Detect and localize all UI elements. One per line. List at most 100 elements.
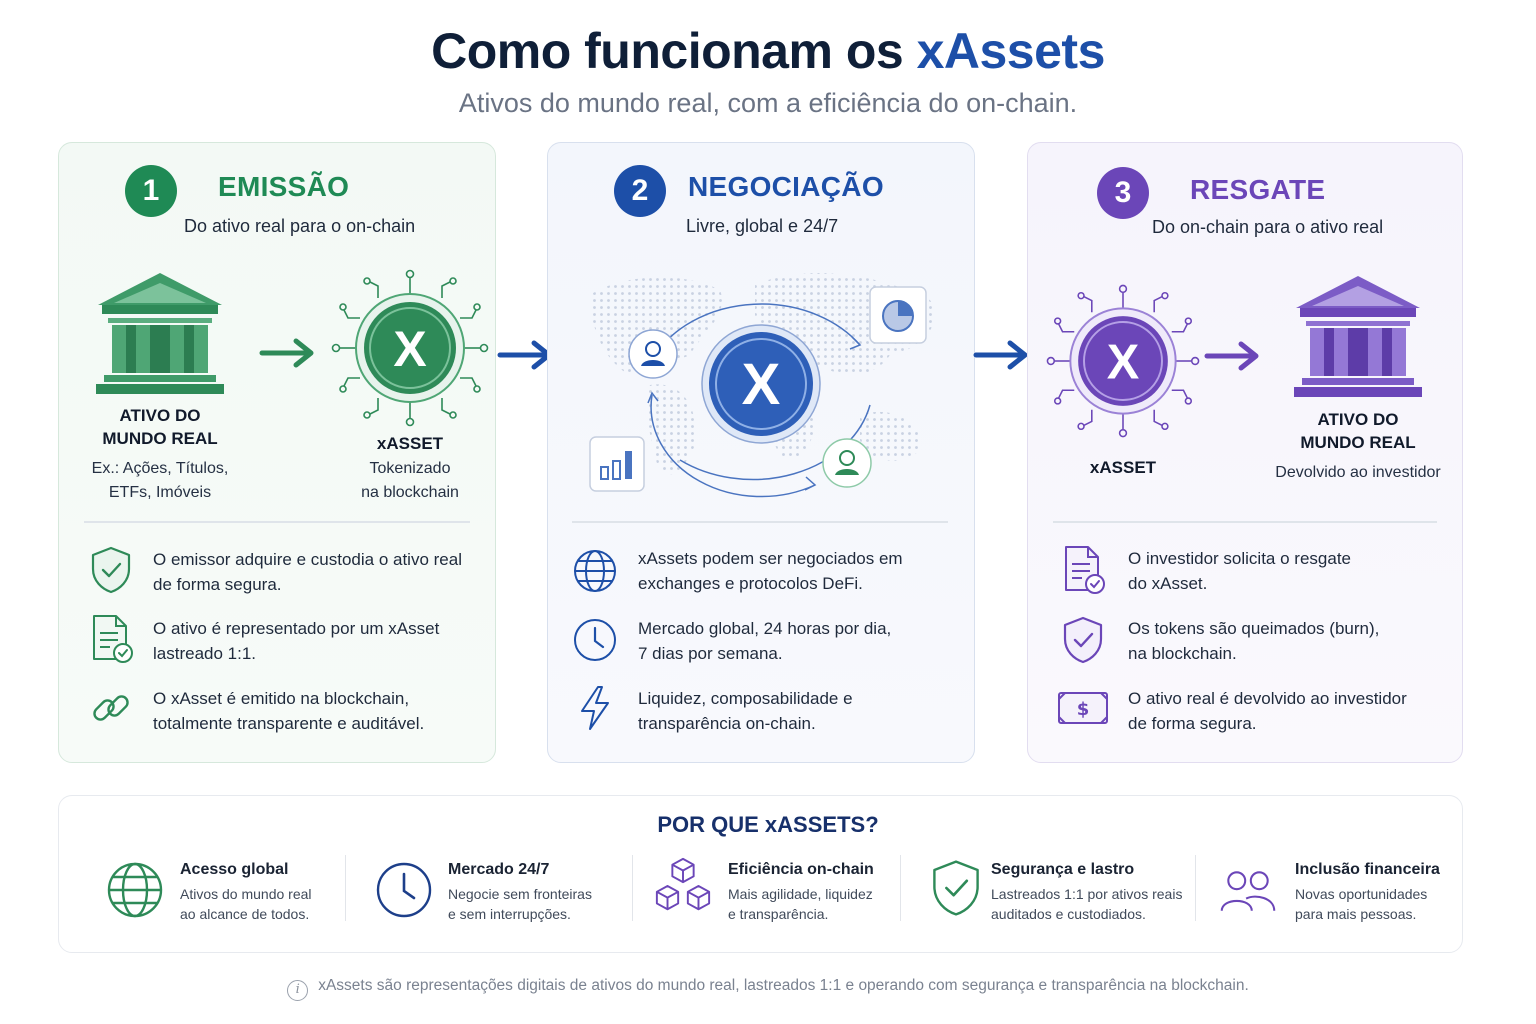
info-icon: i — [287, 980, 309, 1001]
step-number-3: 3 — [1097, 167, 1149, 219]
user-avatar-icon — [628, 329, 678, 379]
bank-icon — [96, 273, 224, 394]
divider — [572, 521, 948, 523]
caption-line: MUNDO REAL — [102, 429, 218, 448]
caption-xasset: xASSET — [376, 434, 444, 453]
bar-chart-icon — [589, 436, 645, 492]
arrow-right-icon — [973, 340, 1028, 370]
page-title: Como funcionam os xAssets — [0, 22, 1536, 80]
step3-item-2: Os tokens são queimados (burn), na blockc… — [1128, 616, 1379, 666]
item-line: O investidor solicita o resgate — [1128, 549, 1351, 568]
chain-link-icon — [93, 695, 129, 721]
step1-item-3: O xAsset é emitido na blockchain,totalme… — [153, 686, 424, 736]
caption-line: ATIVO DO — [119, 406, 201, 425]
step-title-resgate: RESGATE — [1190, 174, 1326, 205]
why-item-title: Eficiência on-chain — [728, 861, 874, 878]
item-line: O xAsset é emitido na blockchain, — [153, 689, 410, 708]
why-line: Lastreados 1:1 por ativos reais — [991, 886, 1183, 902]
caption-line: ETFs, Imóveis — [108, 484, 212, 501]
step-subtitle-resgate: Do on-chain para o ativo real — [1152, 217, 1384, 237]
pie-chart-icon — [869, 286, 927, 344]
why-separator — [632, 855, 633, 921]
caption-line: Ex.: Ações, Títulos, — [91, 460, 229, 477]
why-item-text: Lastreados 1:1 por ativos reais auditados… — [991, 884, 1182, 924]
arrow-right-icon — [259, 338, 314, 368]
step-number-1: 1 — [125, 165, 177, 217]
divider — [84, 521, 470, 523]
why-line: Mais agilidade, liquidez — [728, 886, 873, 902]
why-title: POR QUE xASSETS? — [657, 812, 879, 837]
step-number-2: 2 — [614, 165, 666, 217]
item-line: Liquidez, composabilidade e — [638, 689, 853, 708]
step-title-emissao: EMISSÃO — [218, 171, 350, 202]
why-line: e sem interrupções. — [448, 906, 571, 922]
step2-item-3: Liquidez, composabilidade e transparência… — [638, 686, 853, 736]
step1-item-1: O emissor adquire e custodia o ativo rea… — [153, 547, 462, 597]
item-line: Os tokens são queimados (burn), — [1128, 619, 1380, 638]
why-item-text: Mais agilidade, liquidez e transparência. — [728, 884, 873, 924]
why-line: Ativos do mundo real — [180, 886, 312, 902]
item-line: O ativo é representado por um xAsset — [153, 619, 440, 638]
world-network-illustration — [590, 273, 935, 498]
clock-icon — [574, 619, 616, 661]
shield-check-icon — [933, 860, 979, 916]
globe-icon — [574, 550, 616, 592]
xasset-letter: X — [742, 352, 781, 417]
divider — [1053, 521, 1437, 523]
users-icon — [1220, 871, 1276, 912]
caption-line: na blockchain — [361, 484, 459, 501]
xasset-letter: X — [1107, 336, 1140, 390]
xasset-letter: X — [393, 321, 426, 377]
step-subtitle-negociacao: Livre, global e 24/7 — [686, 216, 839, 236]
user-avatar-icon — [822, 438, 872, 488]
dollar-sign: $ — [1077, 699, 1090, 720]
why-item-title: Acesso global — [180, 861, 289, 878]
why-line: para mais pessoas. — [1295, 906, 1417, 922]
step3-item-3: O ativo real é devolvido ao investidor de… — [1128, 686, 1407, 736]
item-line: O emissor adquire e custodia o ativo rea… — [153, 550, 462, 569]
item-line: de forma segura. — [1128, 714, 1257, 733]
step-title-negociacao: NEGOCIAÇÃO — [688, 171, 884, 202]
caption-tokenizado: Tokenizado na blockchain — [330, 457, 490, 505]
why-line: auditados e custodiados. — [991, 906, 1146, 922]
why-line: Novas oportunidades — [1295, 886, 1428, 902]
why-line: e transparência. — [728, 906, 829, 922]
why-separator — [345, 855, 346, 921]
item-line: xAssets podem ser negociados em — [638, 549, 903, 568]
cubes-icon — [655, 857, 711, 911]
caption-xasset: xASSET — [1089, 458, 1157, 477]
title-main: Como funcionam os — [431, 23, 917, 79]
step-subtitle-emissao: Do ativo real para o on-chain — [184, 216, 416, 236]
footer-text: xAssets são representações digitais de a… — [318, 977, 1249, 994]
step1-item-2: O ativo é representado por um xAsset last… — [153, 616, 439, 666]
arrow-right-icon — [497, 340, 552, 370]
item-line: 7 dias por semana. — [638, 644, 783, 663]
xasset-token-icon: X — [1046, 284, 1200, 438]
item-line: transparência on-chain. — [638, 714, 816, 733]
item-line: exchanges e protocolos DeFi. — [638, 574, 863, 593]
caption-examples: Ex.: Ações, Títulos, ETFs, Imóveis — [60, 457, 260, 505]
lightning-icon — [581, 686, 609, 730]
caption-line: Tokenizado — [369, 460, 451, 477]
xasset-token-icon: X — [701, 324, 821, 444]
step2-item-2: Mercado global, 24 horas por dia, 7 dias … — [638, 616, 891, 666]
document-check-icon — [1065, 546, 1105, 594]
step2-item-1: xAssets podem ser negociados em exchanges… — [638, 546, 903, 596]
step-card-emissao — [58, 142, 496, 763]
title-accent: xAssets — [916, 23, 1106, 79]
why-item-title: Segurança e lastro — [991, 861, 1135, 878]
why-item-title: Mercado 24/7 — [448, 861, 550, 878]
why-separator — [900, 855, 901, 921]
item-line: na blockchain. — [1128, 644, 1237, 663]
item-line: lastreado 1:1. — [153, 644, 257, 663]
caption-ativo-mundo-real: ATIVO DO MUNDO REAL — [1278, 408, 1438, 454]
arrow-right-icon — [1204, 341, 1259, 371]
bank-icon — [1294, 276, 1422, 397]
item-line: Mercado global, 24 horas por dia, — [638, 619, 892, 638]
clock-icon — [376, 862, 432, 918]
caption-devolvido: Devolvido ao investidor — [1275, 464, 1441, 481]
why-xassets-panel — [58, 795, 1463, 953]
item-line: O ativo real é devolvido ao investidor — [1128, 689, 1407, 708]
